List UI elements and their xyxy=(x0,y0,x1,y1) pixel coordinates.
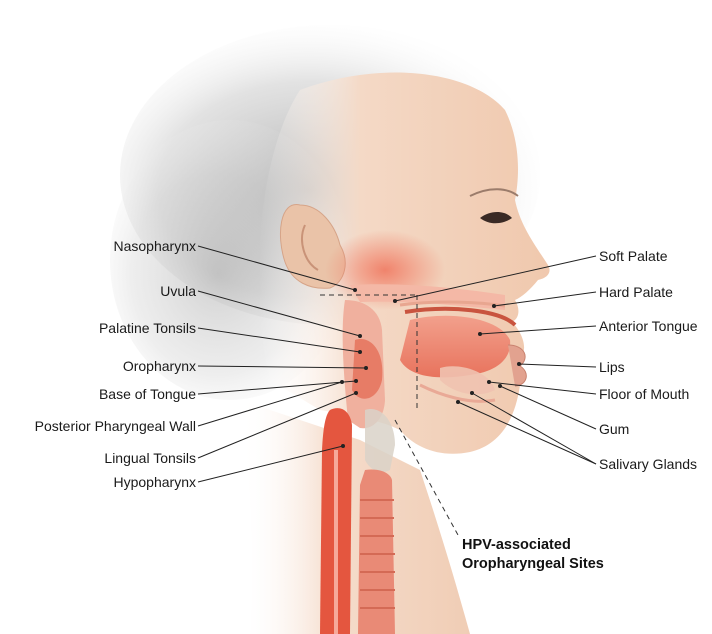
label-nasopharynx: Nasopharynx xyxy=(114,238,197,254)
label-palatine-tonsils: Palatine Tonsils xyxy=(99,320,196,336)
label-hypopharynx: Hypopharynx xyxy=(114,474,197,490)
label-lips: Lips xyxy=(599,359,625,375)
label-posterior-pharyngeal-wall: Posterior Pharyngeal Wall xyxy=(35,418,196,434)
label-soft-palate: Soft Palate xyxy=(599,248,668,264)
trachea-shape xyxy=(358,469,395,634)
hpv-callout: HPV-associated Oropharyngeal Sites xyxy=(462,536,604,574)
label-anterior-tongue: Anterior Tongue xyxy=(599,318,698,334)
label-floor-of-mouth: Floor of Mouth xyxy=(599,386,689,402)
label-hard-palate: Hard Palate xyxy=(599,284,673,300)
label-base-of-tongue: Base of Tongue xyxy=(99,386,196,402)
label-uvula: Uvula xyxy=(160,283,196,299)
label-salivary-glands: Salivary Glands xyxy=(599,456,697,472)
hpv-callout-line1: HPV-associated xyxy=(462,536,604,555)
label-lingual-tonsils: Lingual Tonsils xyxy=(104,450,196,466)
hpv-callout-line2: Oropharyngeal Sites xyxy=(462,555,604,574)
label-oropharynx: Oropharynx xyxy=(123,358,196,374)
label-gum: Gum xyxy=(599,421,629,437)
